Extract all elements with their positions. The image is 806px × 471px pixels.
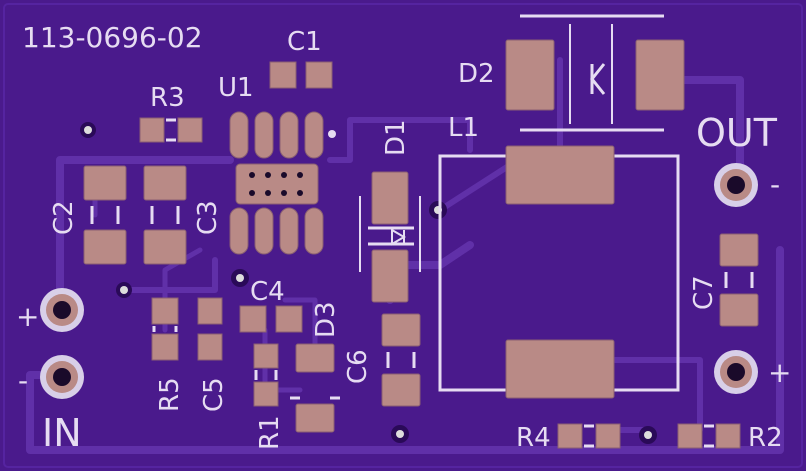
- in-minus-label: -: [18, 364, 28, 397]
- capacitor-c3: C3: [143, 165, 223, 265]
- c3-label: C3: [193, 200, 223, 235]
- r1-label: R1: [255, 415, 285, 450]
- c4-label: C4: [250, 277, 285, 307]
- out-minus-label: -: [770, 168, 780, 201]
- u1-thermal-pad: [235, 163, 319, 205]
- u1-label: U1: [218, 73, 254, 103]
- part-number: 113-0696-02: [22, 21, 203, 54]
- diode-d1: D1: [359, 119, 421, 303]
- capacitor-c6: C6: [343, 313, 421, 407]
- capacitor-c4: C4: [239, 277, 303, 333]
- board-edge: [3, 3, 803, 468]
- resistor-r5: R5: [151, 297, 185, 412]
- capacitor-c2: C2: [49, 165, 127, 265]
- inductor-l1: L1: [438, 113, 680, 399]
- r3-pad-2: [177, 117, 203, 143]
- ic-u1: U1: [218, 73, 336, 255]
- out-label: OUT: [696, 111, 778, 155]
- c1-pad-1: [269, 61, 297, 89]
- via-group-left: [80, 122, 657, 444]
- c7-label: C7: [689, 275, 719, 310]
- capacitor-c5: C5: [197, 297, 229, 412]
- d2-label: D2: [458, 59, 495, 89]
- d3-label: D3: [311, 301, 341, 338]
- resistor-r3: R3: [139, 83, 203, 143]
- c6-label: C6: [343, 349, 373, 384]
- r4-label: R4: [516, 423, 551, 453]
- resistor-r2: R2: [677, 423, 783, 453]
- c2-label: C2: [49, 200, 79, 235]
- l1-pad-2: [505, 339, 615, 399]
- u1-pin1-marker: [328, 130, 336, 138]
- l1-pad-1: [505, 145, 615, 205]
- in-plus-label: +: [16, 300, 39, 333]
- c5-label: C5: [199, 377, 229, 412]
- r2-label: R2: [748, 423, 783, 453]
- c1-label: C1: [287, 27, 322, 57]
- resistor-r4: R4: [516, 423, 621, 453]
- output-connector: OUT - +: [696, 111, 791, 394]
- resistor-r1: R1: [253, 343, 285, 450]
- r3-label: R3: [150, 83, 185, 113]
- capacitor-c1: C1: [269, 27, 333, 89]
- input-connector: + - IN: [16, 288, 84, 455]
- capacitor-c7: C7: [689, 233, 759, 327]
- r5-label: R5: [155, 377, 185, 412]
- diode-d2: D2: [458, 14, 685, 132]
- diode-d3: D3: [290, 301, 341, 433]
- c1-pad-2: [305, 61, 333, 89]
- out-plus-label: +: [768, 356, 791, 389]
- r3-pad-1: [139, 117, 165, 143]
- d1-label: D1: [381, 119, 411, 156]
- in-label: IN: [42, 411, 82, 455]
- l1-label: L1: [448, 113, 479, 143]
